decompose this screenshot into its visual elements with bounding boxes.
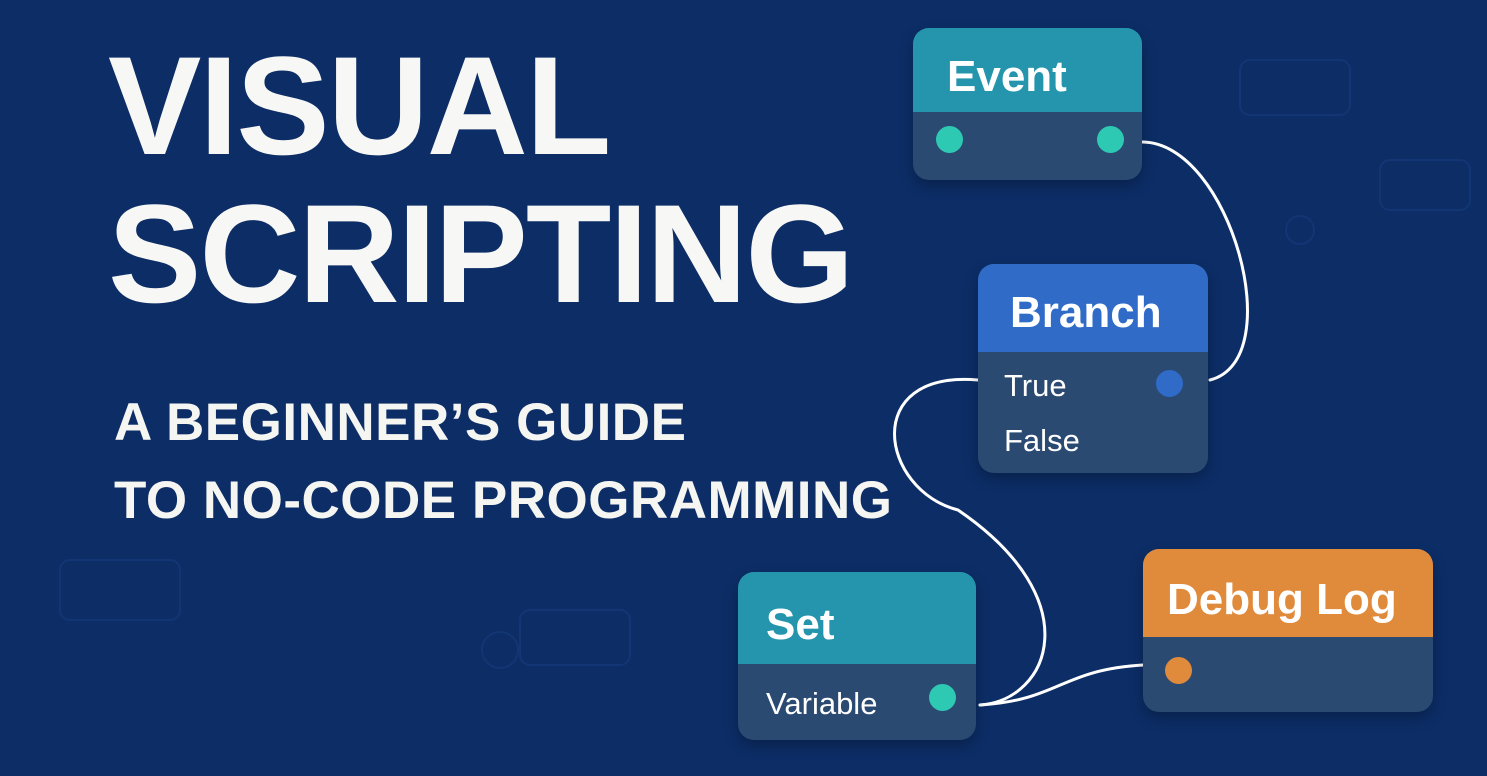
debug-log-node[interactable]: Debug Log <box>1143 549 1433 712</box>
wire-set-to-debug <box>978 663 1145 707</box>
event-node[interactable]: Event <box>913 28 1142 180</box>
title-line-1: VISUAL <box>108 27 611 184</box>
debug-log-node-body <box>1143 637 1433 712</box>
set-variable-pin[interactable] <box>929 684 956 711</box>
wire-branch-true-to-set <box>893 377 1047 707</box>
branch-node-body: True False <box>978 352 1208 473</box>
set-node-body: Variable <box>738 664 976 740</box>
event-input-pin[interactable] <box>936 126 963 153</box>
event-output-pin[interactable] <box>1097 126 1124 153</box>
branch-false-label: False <box>1004 423 1080 458</box>
event-node-title: Event <box>913 28 1142 112</box>
debug-log-node-title: Debug Log <box>1143 549 1433 637</box>
wire-event-to-branch <box>1140 140 1249 382</box>
debug-log-input-pin[interactable] <box>1165 657 1192 684</box>
subtitle-line-1: A BEGINNER’S GUIDE <box>114 393 687 452</box>
title-line-2: SCRIPTING <box>108 175 854 332</box>
branch-node-title: Branch <box>978 264 1208 352</box>
branch-true-label: True <box>1004 368 1067 403</box>
branch-node[interactable]: Branch True False <box>978 264 1208 473</box>
subtitle-line-2: TO NO-CODE PROGRAMMING <box>114 471 893 530</box>
branch-true-pin[interactable] <box>1156 370 1183 397</box>
set-node[interactable]: Set Variable <box>738 572 976 740</box>
set-variable-label: Variable <box>766 686 878 721</box>
set-node-title: Set <box>738 572 976 664</box>
event-node-body <box>913 112 1142 180</box>
